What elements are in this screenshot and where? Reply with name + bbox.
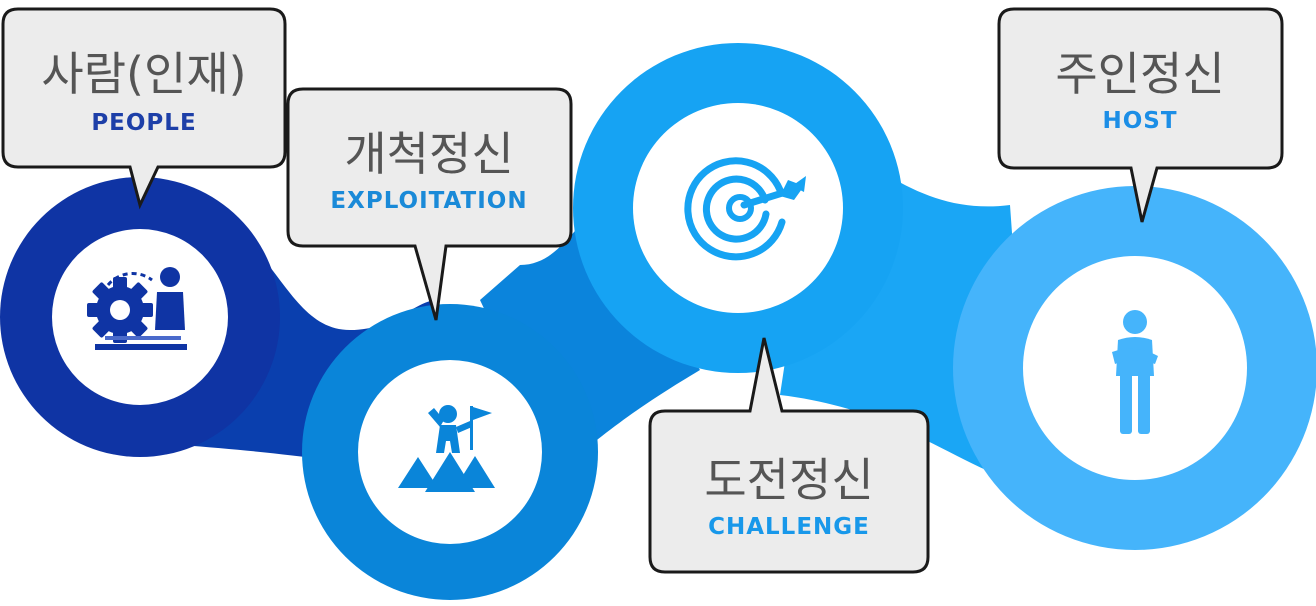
step-circles [0, 43, 1316, 600]
bubble-exploitation-shape [286, 87, 573, 321]
bubble-challenge-shape [648, 337, 930, 574]
exploitation-subtitle: EXPLOITATION [330, 188, 527, 214]
bubble-exploitation: 개척정신 EXPLOITATION [286, 87, 573, 321]
bubble-host-shape [997, 7, 1284, 223]
challenge-subtitle: CHALLENGE [708, 514, 870, 540]
standing-person-arms-crossed-icon [1112, 310, 1158, 434]
people-title: 사람(인재) [41, 47, 246, 101]
person-gear-icon [87, 267, 187, 350]
exploitation-title: 개척정신 [344, 127, 513, 181]
people-subtitle: PEOPLE [91, 110, 196, 136]
host-title: 주인정신 [1055, 47, 1224, 101]
mountain-flag-climber-icon [398, 405, 495, 492]
bubble-people-shape [1, 7, 287, 210]
bubble-challenge: 도전정신 CHALLENGE [648, 337, 930, 574]
bubble-host: 주인정신 HOST [997, 7, 1284, 223]
target-arrow-icon [684, 157, 806, 261]
challenge-title: 도전정신 [704, 453, 873, 507]
host-subtitle: HOST [1102, 108, 1177, 134]
bubble-people: 사람(인재) PEOPLE [1, 7, 287, 210]
challenge-inner-circle [633, 103, 843, 313]
